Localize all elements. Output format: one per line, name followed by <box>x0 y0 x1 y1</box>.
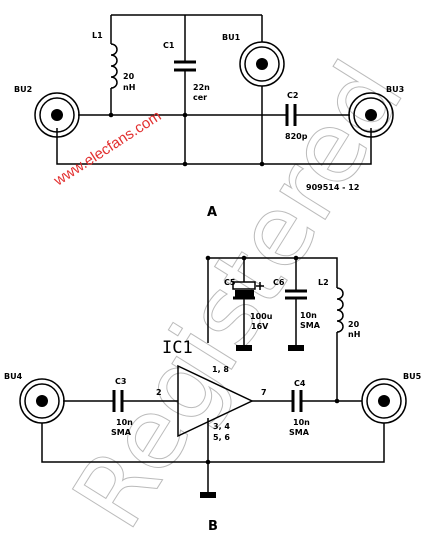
b-junction-l2 <box>334 398 340 404</box>
l2-unit: nH <box>348 330 360 339</box>
a-junction-l1 <box>108 112 114 118</box>
l1-unit: nH <box>123 83 135 92</box>
a-junction-c1 <box>182 112 188 118</box>
c6-capacitor <box>285 289 307 346</box>
drawing-code: 909514 - 12 <box>306 183 359 192</box>
bu3-label: BU3 <box>386 85 404 94</box>
c5-capacitor <box>232 281 256 346</box>
b-junction-c5 <box>241 255 247 261</box>
c5-ground-symbol <box>236 345 252 351</box>
section-b-label: B <box>208 519 218 534</box>
l1-value: 20 <box>123 72 135 81</box>
c4-label: C4 <box>294 379 306 388</box>
a-ground-rail <box>56 128 372 165</box>
b-junction-supply-left <box>205 255 211 261</box>
c1-value: 22n <box>193 83 210 92</box>
ic-ground-symbol <box>200 492 216 498</box>
site-watermark: www.elecfans.com <box>50 107 164 189</box>
c3-value: 10n <box>116 418 133 427</box>
bu4-center-pin <box>36 395 48 407</box>
c4-capacitor <box>291 390 303 412</box>
b-junction-ground <box>205 459 211 465</box>
l2-value: 20 <box>348 320 360 329</box>
c5-plus-sign <box>256 282 264 290</box>
l1-label: L1 <box>92 31 103 40</box>
bu1-center-pin <box>256 58 268 70</box>
circuit-b <box>19 257 407 494</box>
bu4-connector <box>19 378 65 424</box>
c6-type: SMA <box>300 321 321 330</box>
c5-value: 100u <box>250 312 273 321</box>
c5-label: C5 <box>224 278 236 287</box>
a-junction-ground-c1 <box>182 161 188 167</box>
c4-type: SMA <box>289 428 310 437</box>
bu5-label: BU5 <box>403 372 422 381</box>
bu2-label: BU2 <box>14 85 32 94</box>
c1-label: C1 <box>163 41 175 50</box>
bu3-connector <box>348 92 394 138</box>
c1-type: cer <box>193 93 207 102</box>
c2-capacitor <box>281 104 301 126</box>
bu1-label: BU1 <box>222 33 241 42</box>
bu5-center-pin <box>378 395 390 407</box>
b-ground-rail <box>41 423 385 463</box>
c6-label: C6 <box>273 278 285 287</box>
a-junction-ground-bu1 <box>259 161 265 167</box>
ic1-pin-output: 7 <box>261 388 267 397</box>
c4-value: 10n <box>293 418 310 427</box>
bu3-center-pin <box>365 109 377 121</box>
l2-inductor <box>336 287 344 402</box>
c3-label: C3 <box>115 377 126 386</box>
c5-voltage: 16V <box>251 322 269 331</box>
b-supply-rail <box>207 257 338 343</box>
c3-type: SMA <box>111 428 132 437</box>
ic1-pin-ground-2: 5, 6 <box>213 433 230 442</box>
bu2-connector <box>34 92 80 138</box>
section-a-label: A <box>207 205 217 220</box>
c5-negative-plate <box>235 290 254 297</box>
ic1-label: IC1 <box>162 338 193 358</box>
bu2-center-pin <box>51 109 63 121</box>
ic1-pin-supply: 1, 8 <box>212 365 229 374</box>
c6-value: 10n <box>300 311 317 320</box>
bu1-connector <box>239 15 285 164</box>
ic1-pin-ground-1: 3, 4 <box>213 422 230 431</box>
c2-value: 820p <box>285 132 308 141</box>
l1-inductor <box>110 15 118 115</box>
ic1-pin-input: 2 <box>156 388 162 397</box>
bu4-label: BU4 <box>4 372 23 381</box>
b-junction-c6 <box>293 255 299 261</box>
bu5-connector <box>361 378 407 424</box>
c2-label: C2 <box>287 91 298 100</box>
l2-label: L2 <box>318 278 329 287</box>
c6-ground-symbol <box>288 345 304 351</box>
